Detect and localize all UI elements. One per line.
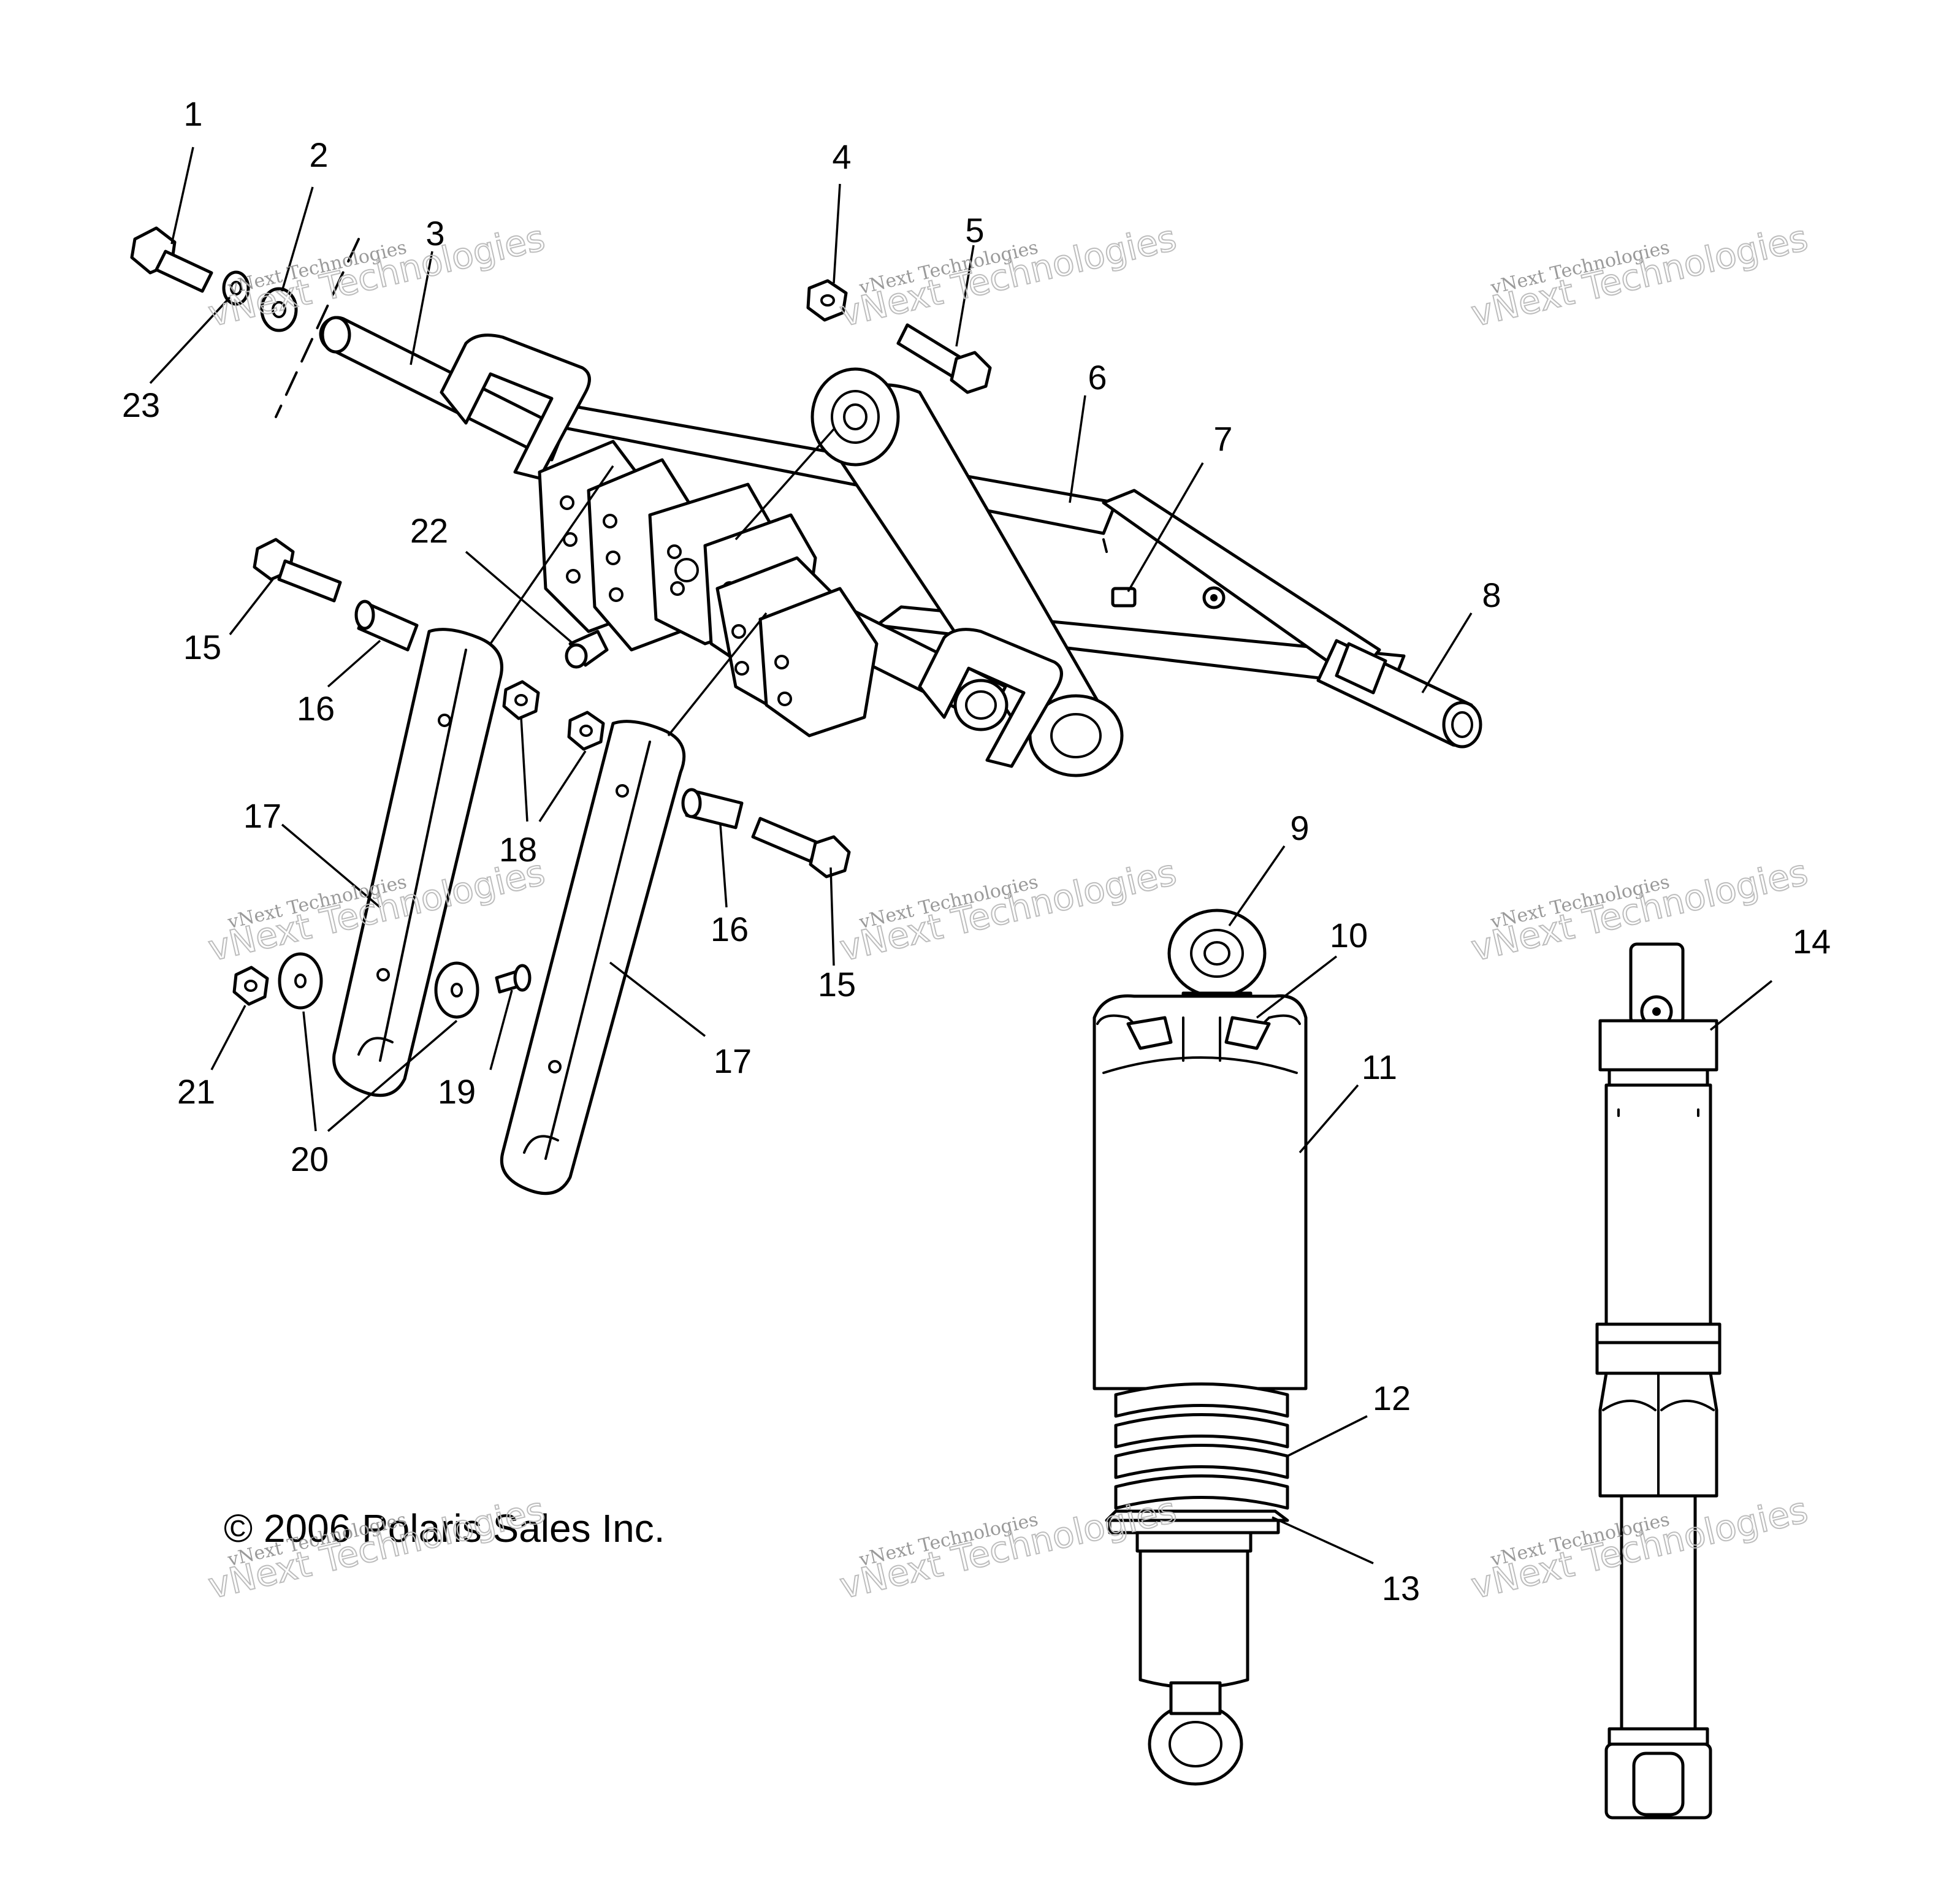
- centerline: [275, 238, 360, 418]
- shock14-upper-body: [1604, 1083, 1712, 1326]
- copyright-notice: © 2006 Polaris Sales Inc.: [224, 1506, 665, 1550]
- spacer-16-right: [681, 788, 744, 829]
- callout-labels: 1 2 3 4 5 6 7 8 9 10 11 12 13 14 15 15 1…: [122, 94, 1831, 1607]
- bolt-1: [130, 226, 213, 293]
- callout-17-right: 17: [714, 1042, 752, 1080]
- callout-10: 10: [1330, 916, 1368, 955]
- rail-clamp-left: [440, 334, 591, 480]
- callout-17-left: 17: [243, 796, 281, 835]
- washer-20a: [278, 952, 323, 1010]
- pin-19: [495, 964, 532, 994]
- rear-shaft-collar: [1335, 642, 1387, 695]
- bolt-15-left: [253, 538, 342, 603]
- nut-18a: [502, 680, 540, 720]
- shock-lower-body: [1138, 1549, 1249, 1689]
- callout-13: 13: [1382, 1569, 1420, 1607]
- spring-seat-13: [1105, 1509, 1289, 1522]
- washer-23: [222, 270, 250, 306]
- shock-body-11: [1092, 994, 1308, 1390]
- torque-arm-right-member: [1102, 489, 1381, 682]
- callout-11: 11: [1362, 1048, 1397, 1086]
- spring-retainer-10: [1126, 1016, 1173, 1050]
- washer-2: [260, 287, 298, 332]
- callout-16-left: 16: [297, 689, 335, 728]
- callout-15-right: 15: [818, 965, 856, 1004]
- callout-7: 7: [1213, 419, 1232, 458]
- callout-18: 18: [499, 830, 537, 869]
- callout-2: 2: [309, 135, 328, 174]
- rail-clamp-right: [918, 628, 1063, 768]
- bolt-15-right: [751, 817, 851, 879]
- watermark-3: vNext Technologies vNext Technologies: [1466, 216, 1812, 335]
- callout-9: 9: [1290, 809, 1309, 847]
- coil-over-shock: [1092, 909, 1308, 1786]
- spring-12: [1114, 1382, 1289, 1510]
- link-arm-17-right: [500, 720, 686, 1195]
- callout-16-right: 16: [711, 910, 749, 948]
- link-arm-17-left: [332, 628, 503, 1097]
- callout-14: 14: [1793, 922, 1831, 961]
- callout-22: 22: [410, 511, 448, 550]
- bolt-5: [896, 323, 992, 394]
- watermark-5: vNext Technologies vNext Technologies: [835, 851, 1180, 970]
- callout-3: 3: [425, 214, 444, 253]
- callout-15-left: 15: [183, 628, 221, 666]
- watermarks: vNext Technologies vNext Technologies vN…: [204, 216, 1812, 1607]
- callout-20: 20: [291, 1140, 329, 1178]
- nut-18b: [567, 711, 605, 751]
- callout-1: 1: [183, 94, 202, 133]
- callout-19: 19: [438, 1072, 476, 1111]
- leader-lines: [149, 147, 1773, 1565]
- spacer-16-left: [354, 600, 419, 652]
- callout-23: 23: [122, 386, 160, 424]
- grease-fitting-7: [1111, 586, 1226, 609]
- nut-21: [232, 966, 269, 1006]
- callout-6: 6: [1088, 358, 1107, 397]
- front-arm-assembly: [319, 316, 1482, 777]
- callout-21: 21: [177, 1072, 215, 1111]
- callout-12: 12: [1373, 1379, 1411, 1417]
- nut-4: [806, 279, 848, 322]
- shock14-top-cap: [1598, 1019, 1718, 1072]
- callout-8: 8: [1482, 576, 1501, 614]
- shock14-collar: [1595, 1341, 1722, 1375]
- callout-4: 4: [832, 137, 851, 176]
- washer-20b: [434, 961, 479, 1019]
- shock-absorber-14: [1595, 942, 1722, 1820]
- grease-fitting-22: [565, 630, 609, 669]
- watermark-1: vNext Technologies vNext Technologies: [204, 216, 549, 335]
- watermark-2: vNext Technologies vNext Technologies: [835, 216, 1180, 335]
- callout-5: 5: [965, 211, 984, 250]
